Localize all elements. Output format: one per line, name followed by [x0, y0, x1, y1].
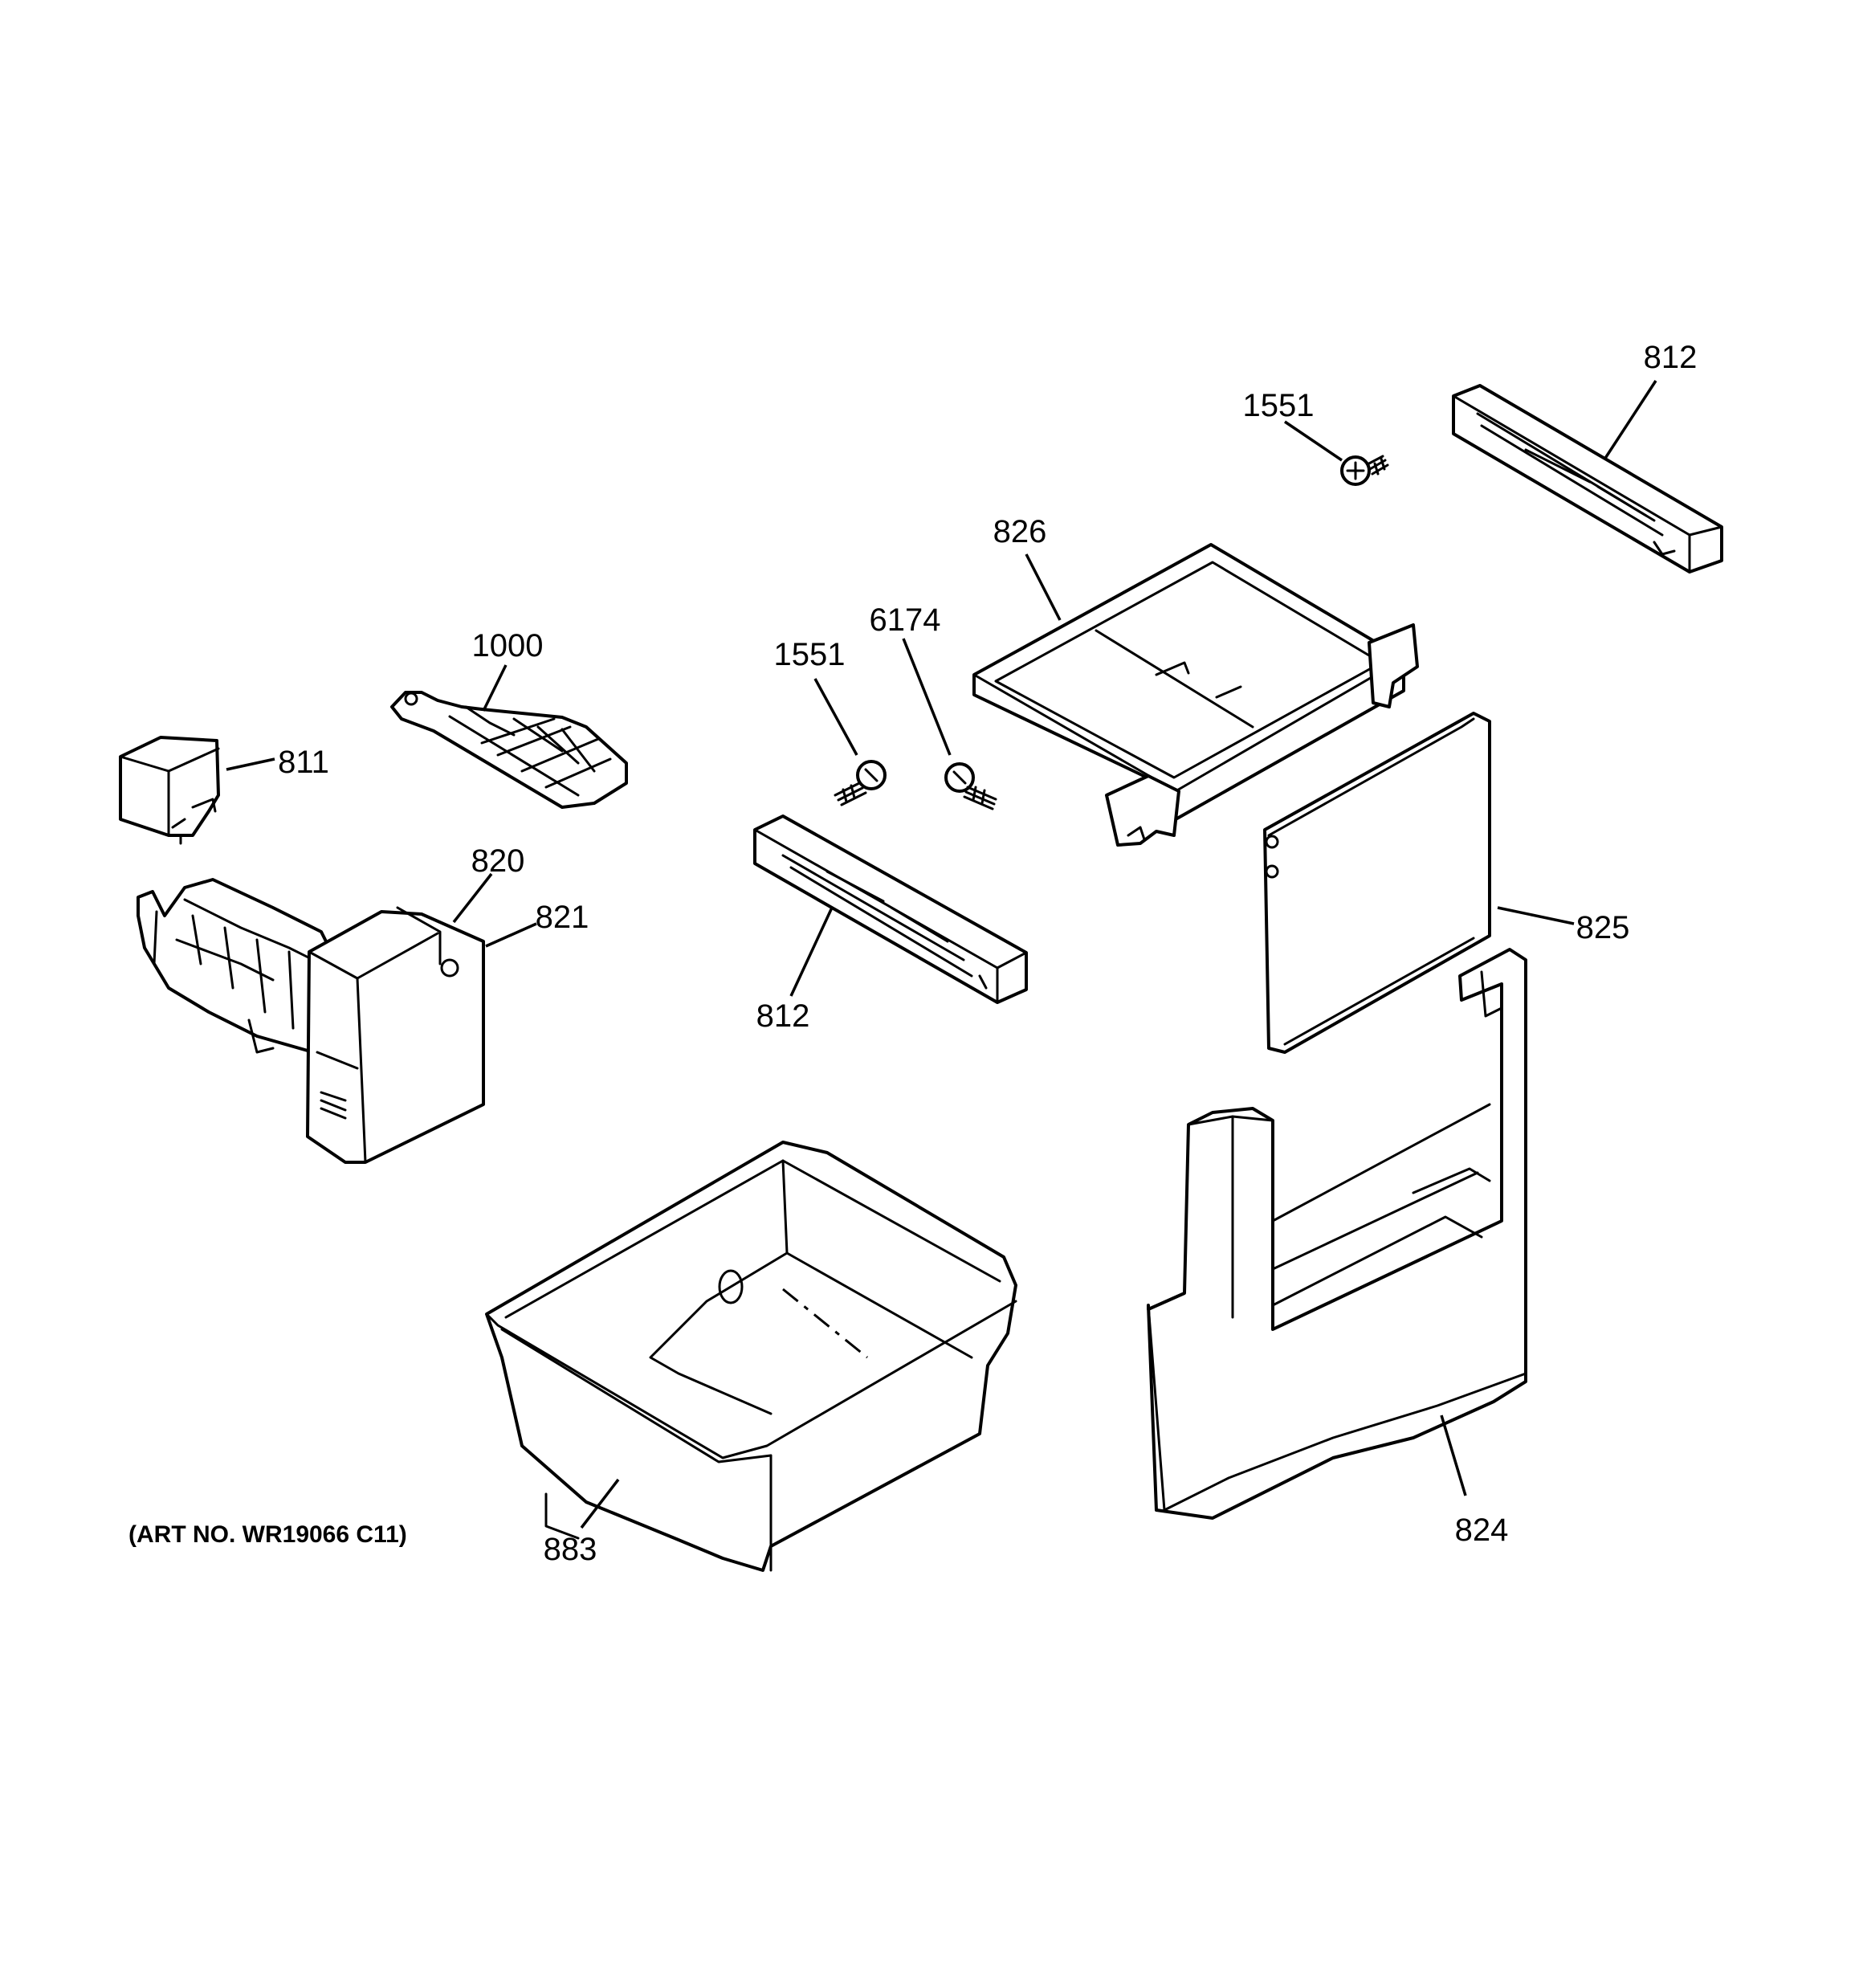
callout-821: 821 [536, 900, 589, 935]
screw-icon [944, 762, 997, 810]
door-panel-icon [1263, 712, 1491, 1054]
callout-883: 883 [544, 1532, 597, 1567]
callout-812-top: 812 [1644, 340, 1698, 375]
icemaker-cover-icon [306, 906, 485, 1164]
callout-825: 825 [1576, 910, 1630, 945]
art-number: (ART NO. WR19066 C11) [128, 1521, 407, 1548]
screw-icon [834, 760, 887, 806]
dispenser-housing-icon [1147, 948, 1527, 1520]
callout-820: 820 [471, 843, 525, 879]
channel-bracket-icon [753, 814, 1028, 1004]
callout-1551-mid: 1551 [774, 637, 846, 672]
callout-824: 824 [1455, 1512, 1509, 1548]
callout-1551-top: 1551 [1243, 388, 1315, 423]
leader-lines [226, 380, 1657, 1529]
frame-tray-icon [972, 543, 1419, 847]
callout-826: 826 [993, 514, 1047, 549]
callout-812-mid: 812 [756, 998, 810, 1034]
channel-bracket-icon [1452, 384, 1723, 574]
callout-811: 811 [278, 745, 329, 780]
ice-bucket-icon [485, 1141, 1017, 1572]
callout-labels: 812 1551 826 1000 1551 6174 811 820 821 … [128, 340, 1697, 1567]
ribbed-bracket-icon [390, 691, 628, 809]
icemaker-icon [137, 878, 339, 1054]
screw-icon [1340, 455, 1389, 486]
callout-6174: 6174 [870, 602, 941, 638]
clip-cup-icon [119, 736, 220, 845]
callout-1000: 1000 [472, 628, 544, 663]
